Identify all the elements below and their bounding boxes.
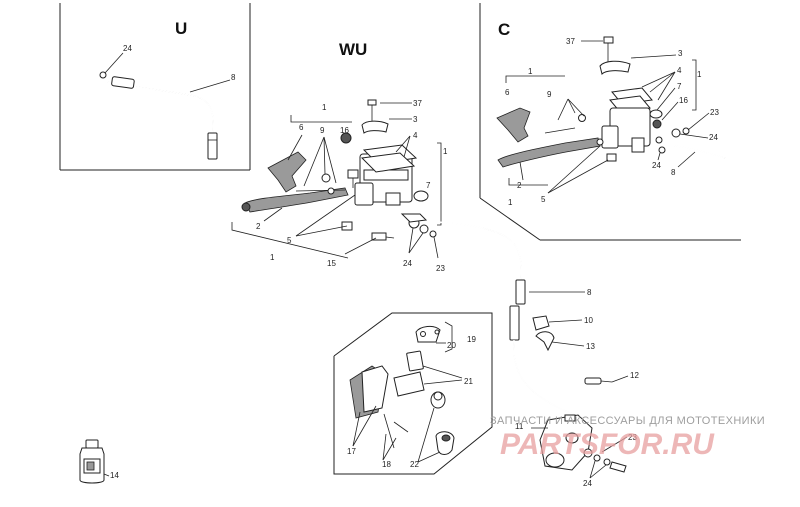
section-heading-u: U	[175, 19, 187, 38]
brake-fluid-bottle	[79, 439, 110, 484]
part-label: 3	[678, 49, 683, 58]
part-label: 24	[709, 133, 718, 142]
c-master-cylinder-assembly	[496, 36, 726, 168]
u-clutch-hose	[99, 52, 231, 160]
wu-master-cylinder-assembly	[241, 99, 437, 241]
part-label: 15	[327, 259, 336, 268]
watermark-logo: PARTSFOR.RU	[500, 428, 715, 461]
hose-clips	[532, 315, 585, 352]
part-label: 7	[426, 181, 431, 190]
part-label: 20	[447, 341, 456, 350]
part-label: 16	[679, 96, 688, 105]
part-label: 8	[231, 73, 236, 82]
part-label: 7	[677, 82, 682, 91]
caliper-kit-parts	[349, 321, 463, 463]
part-label: 2	[256, 222, 261, 231]
c-leaders	[505, 40, 710, 194]
wu-leaders	[231, 102, 442, 259]
part-label: 13	[586, 342, 595, 351]
part-label: 3	[413, 115, 418, 124]
part-label: 23	[628, 433, 637, 442]
watermark-tagline: ЗАПЧАСТИ И АКСЕССУАРЫ ДЛЯ МОТОТЕХНИКИ	[490, 415, 765, 427]
part-label: 4	[413, 131, 418, 140]
part-label: 1	[443, 147, 448, 156]
slave-cylinder	[531, 375, 629, 479]
part-label: 11	[515, 422, 524, 431]
part-label: 21	[464, 377, 473, 386]
part-label: 23	[710, 108, 719, 117]
part-label: 1	[697, 70, 702, 79]
part-label: 37	[413, 99, 422, 108]
part-label: 8	[587, 288, 592, 297]
frame-caliper-kit	[333, 312, 493, 475]
part-label: 5	[287, 236, 292, 245]
part-label: 4	[677, 66, 682, 75]
part-label: 6	[505, 88, 510, 97]
part-label: 16	[340, 126, 349, 135]
part-label: 18	[382, 460, 391, 469]
part-label: 19	[467, 335, 476, 344]
part-label: 24	[403, 259, 412, 268]
part-label: 9	[320, 126, 325, 135]
part-label: 1	[508, 198, 513, 207]
part-label: 2	[517, 181, 522, 190]
part-label: 6	[299, 123, 304, 132]
part-label: 23	[436, 264, 445, 273]
part-label: 5	[541, 195, 546, 204]
part-label: 14	[110, 471, 119, 480]
part-label: 24	[652, 161, 661, 170]
frame-u	[59, 3, 251, 171]
part-label: 17	[347, 447, 356, 456]
part-label: 12	[630, 371, 639, 380]
part-label: 1	[528, 67, 533, 76]
section-heading-wu: WU	[339, 40, 367, 59]
part-label: 10	[584, 316, 593, 325]
part-label: 1	[322, 103, 327, 112]
part-label: 9	[547, 90, 552, 99]
part-label: 22	[410, 460, 419, 469]
part-label: 1	[270, 253, 275, 262]
section-heading-c: C	[498, 20, 510, 39]
part-label: 37	[566, 37, 575, 46]
part-label: 24	[583, 479, 592, 488]
part-label: 24	[123, 44, 132, 53]
part-label: 8	[671, 168, 676, 177]
frame-c	[479, 3, 741, 241]
